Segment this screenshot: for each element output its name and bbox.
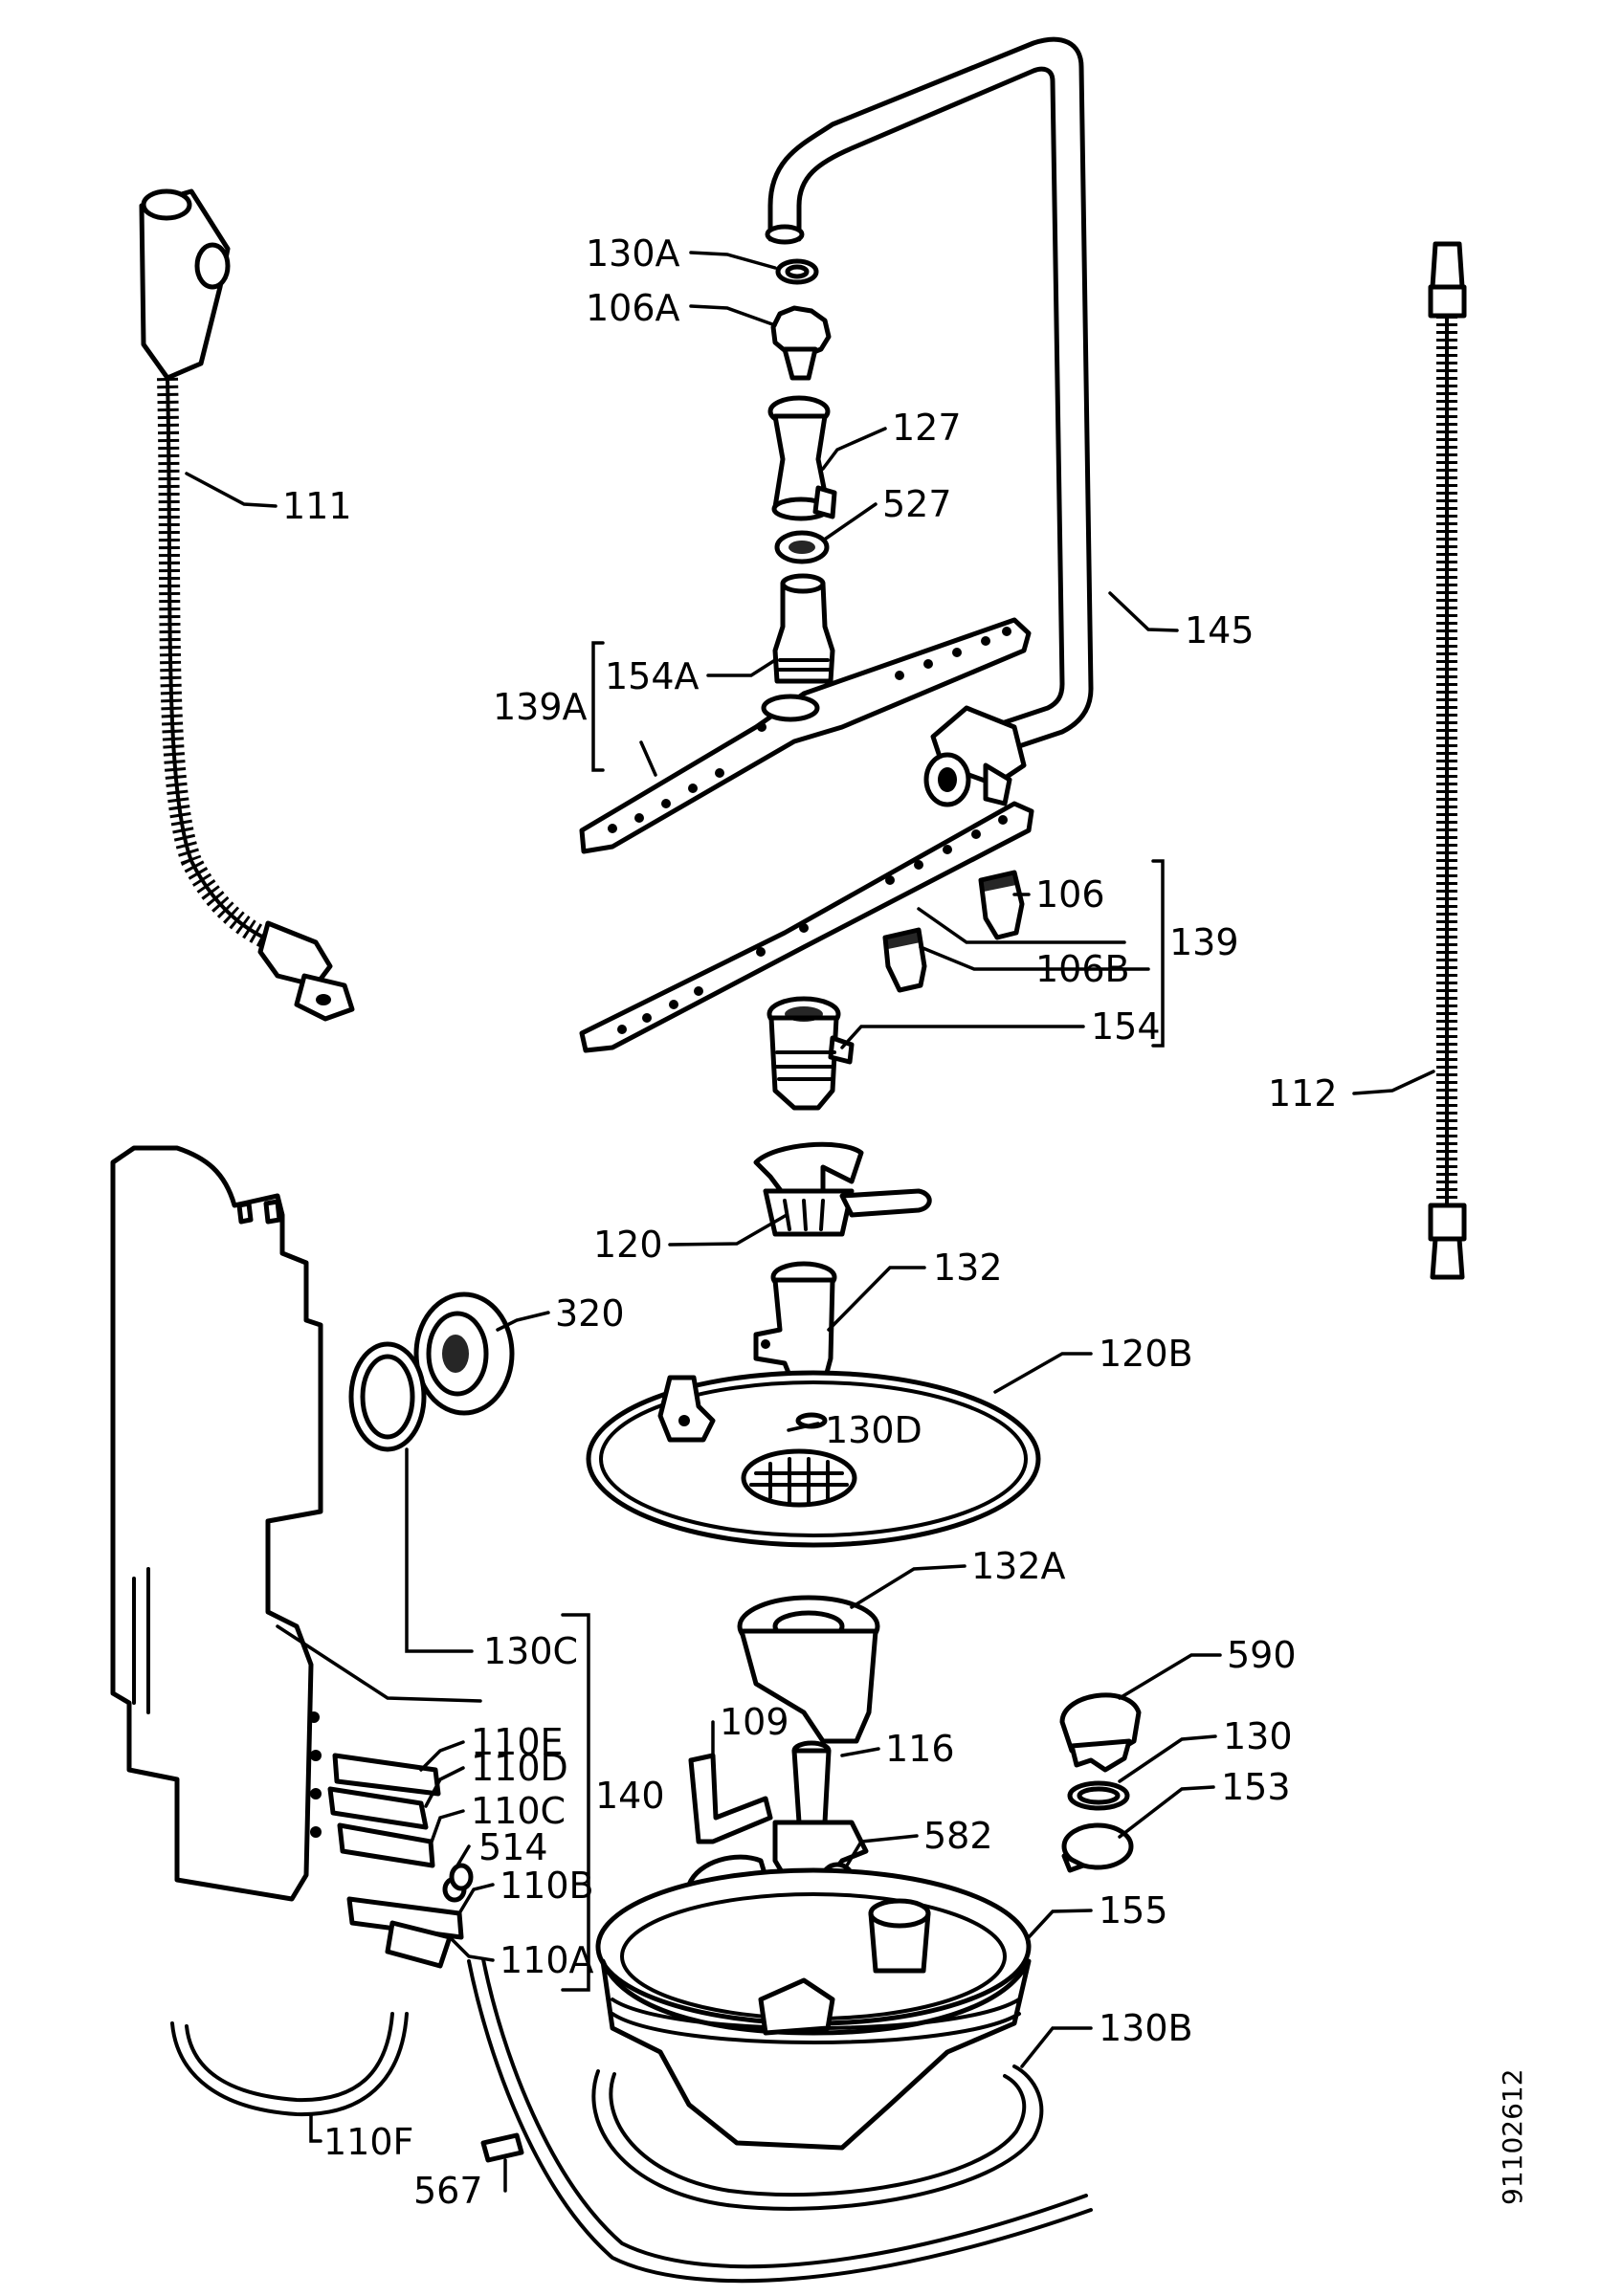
label-154: 154 xyxy=(1091,1005,1161,1048)
part-106-clip xyxy=(978,870,1025,940)
label-106A: 106A xyxy=(586,287,680,329)
label-110D: 110D xyxy=(471,1747,568,1789)
label-106B: 106B xyxy=(1035,948,1130,990)
label-130B: 130B xyxy=(1099,2007,1193,2049)
label-153: 153 xyxy=(1221,1766,1291,1808)
label-130A: 130A xyxy=(586,232,680,275)
part-109-bracket xyxy=(688,1753,773,1844)
label-110F: 110F xyxy=(323,2121,413,2163)
label-567: 567 xyxy=(413,2170,483,2212)
part-130A-seal xyxy=(775,258,819,285)
part-320-bearing xyxy=(413,1292,515,1416)
part-527-ring xyxy=(774,530,830,564)
label-106: 106 xyxy=(1035,873,1105,916)
part-132A-pump-cover xyxy=(737,1595,880,1744)
label-154A: 154A xyxy=(605,655,700,697)
label-110B: 110B xyxy=(500,1865,594,1907)
label-111: 111 xyxy=(282,485,352,527)
part-139A-upper-spray-arm xyxy=(579,617,1032,854)
part-154-spray-arm-hub xyxy=(767,996,855,1111)
label-112: 112 xyxy=(1268,1072,1338,1115)
label-132: 132 xyxy=(933,1247,1003,1289)
part-140-panel xyxy=(110,1145,323,1902)
part-590-cap xyxy=(1059,1692,1142,1773)
label-145: 145 xyxy=(1185,609,1255,651)
label-527: 527 xyxy=(882,483,952,525)
label-109: 109 xyxy=(720,1701,789,1743)
label-590: 590 xyxy=(1227,1634,1297,1676)
part-labels: 130A 106A 127 527 111 145 154A 139A 106 … xyxy=(282,232,1528,2212)
label-320: 320 xyxy=(555,1292,625,1335)
part-111-inlet-hose xyxy=(139,188,355,1022)
part-139-lower-spray-arm xyxy=(579,801,1034,1053)
label-132A: 132A xyxy=(971,1545,1066,1587)
part-514-plug xyxy=(449,1863,474,1891)
part-110F-hose xyxy=(170,2012,409,2117)
part-567-clip xyxy=(480,2132,524,2163)
part-130C-seal-ring xyxy=(348,1341,427,1452)
label-140: 140 xyxy=(595,1775,665,1817)
part-130B-seal xyxy=(591,2064,1044,2211)
label-139: 139 xyxy=(1169,921,1239,963)
label-582: 582 xyxy=(923,1815,993,1857)
label-116: 116 xyxy=(885,1728,955,1770)
leader-lines xyxy=(185,251,1435,2193)
part-112-hose xyxy=(1428,241,1467,1280)
label-110A: 110A xyxy=(500,1939,594,1981)
part-106B-clip xyxy=(882,927,927,993)
part-153-disc xyxy=(1061,1822,1134,1873)
label-155: 155 xyxy=(1099,1889,1168,1932)
part-132-connector xyxy=(753,1261,837,1397)
label-514: 514 xyxy=(478,1826,548,1868)
part-130-seal xyxy=(1067,1780,1130,1811)
document-number: 91102612 xyxy=(1497,2068,1528,2205)
label-110E: 110E xyxy=(471,1721,564,1763)
label-110C: 110C xyxy=(471,1790,566,1832)
part-155-sump xyxy=(595,1867,1032,2151)
part-145-feed-pipe xyxy=(765,36,1094,807)
label-130: 130 xyxy=(1223,1715,1293,1757)
part-154A-spray-arm-hub xyxy=(772,573,835,684)
label-127: 127 xyxy=(892,407,962,449)
label-120: 120 xyxy=(593,1224,663,1266)
part-120-holder xyxy=(753,1141,932,1237)
part-106A-nut xyxy=(770,305,832,381)
part-110-hoses xyxy=(327,1753,1093,2284)
label-139A: 139A xyxy=(493,686,588,728)
label-130D: 130D xyxy=(825,1409,922,1451)
part-120B-filter-plate xyxy=(586,1370,1041,1548)
label-130C: 130C xyxy=(483,1630,578,1672)
part-127-connector xyxy=(767,395,837,521)
label-120B: 120B xyxy=(1099,1333,1193,1375)
